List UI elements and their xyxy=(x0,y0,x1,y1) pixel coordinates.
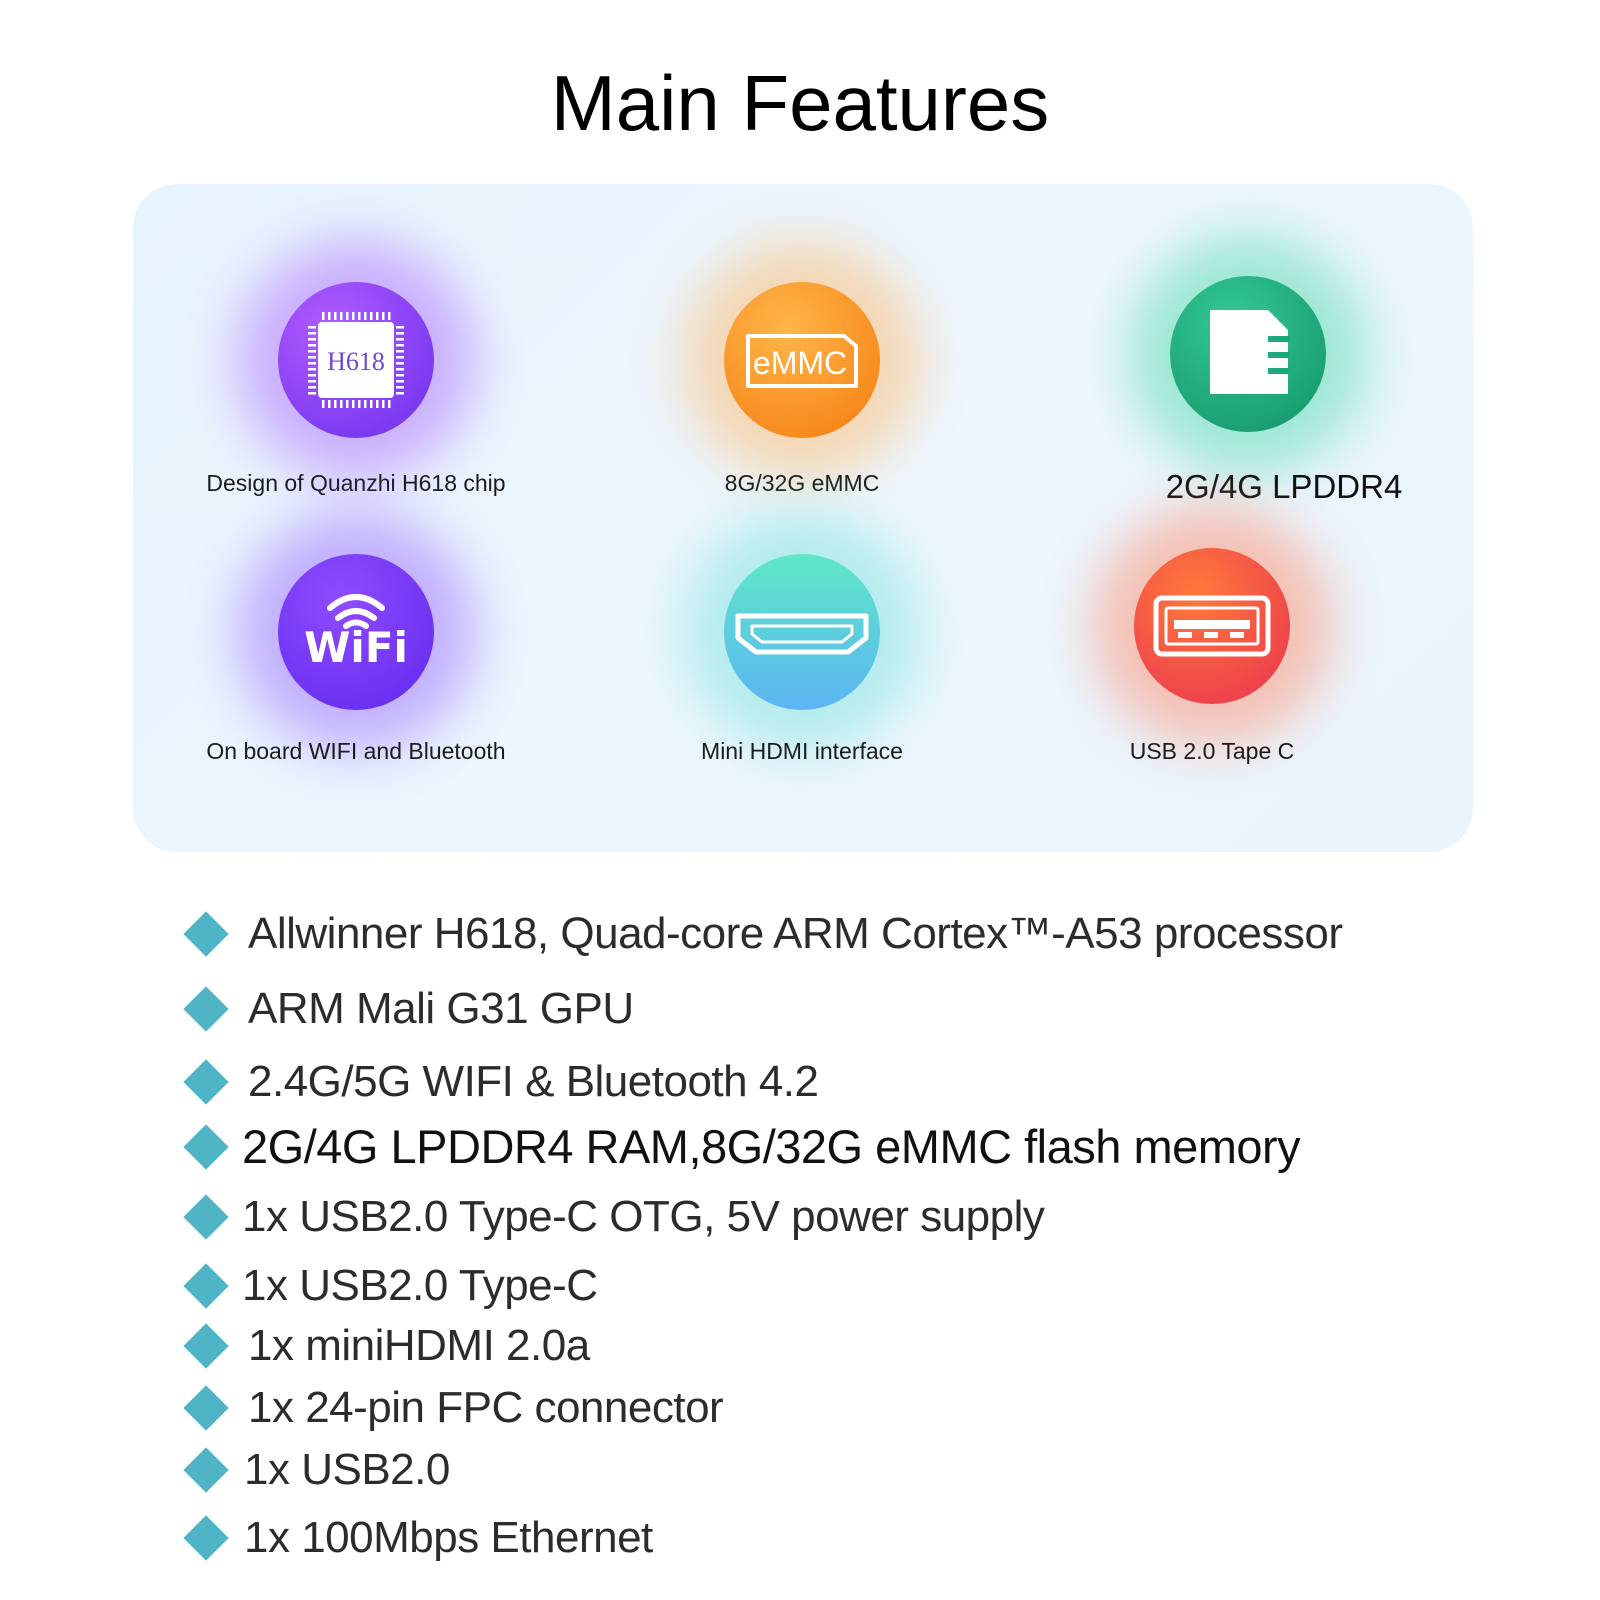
wifi-icon: WiFi xyxy=(278,554,434,710)
emmc-label: eMMC xyxy=(753,345,847,381)
chip-icon: H618 xyxy=(278,282,434,438)
usb-port-icon xyxy=(1134,548,1290,704)
feature-card-chip: H618 Design of Quanzhi H618 chip xyxy=(133,184,579,496)
feature-label: 2G/4G LPDDR4 xyxy=(1165,468,1403,505)
page-title: Main Features xyxy=(550,59,1050,147)
diamond-bullet-icon xyxy=(183,1124,229,1170)
feature-label: 8G/32G eMMC xyxy=(724,470,880,496)
feature-card-lpddr4: 2G/4G LPDDR4 xyxy=(1025,178,1471,505)
feature-label: USB 2.0 Tape C xyxy=(1129,738,1295,764)
feature-label: Mini HDMI interface xyxy=(701,738,903,764)
emmc-icon: eMMC xyxy=(724,282,880,438)
wifi-label: WiFi xyxy=(304,623,408,672)
chip-label: H618 xyxy=(327,347,385,376)
sd-card-icon xyxy=(1170,276,1326,432)
feature-card-wifi: WiFi On board WIFI and Bluetooth xyxy=(133,456,579,764)
feature-label: Design of Quanzhi H618 chip xyxy=(206,470,506,496)
feature-label: On board WIFI and Bluetooth xyxy=(206,738,506,764)
diamond-bullet-icon xyxy=(183,1323,229,1369)
diamond-bullet-icon xyxy=(183,1059,229,1105)
diamond-bullet-icon xyxy=(183,1447,229,1493)
diamond-bullet-icon xyxy=(183,911,229,957)
diamond-bullet-icon xyxy=(183,1515,229,1561)
diamond-bullet-icon xyxy=(183,1385,229,1431)
feature-card-hdmi: Mini HDMI interface xyxy=(579,456,1025,764)
feature-card-usb: USB 2.0 Tape C xyxy=(989,450,1435,764)
feature-card-emmc: eMMC 8G/32G eMMC xyxy=(579,184,1025,496)
diamond-bullet-icon xyxy=(183,1263,229,1309)
diamond-bullet-icon xyxy=(183,1194,229,1240)
hdmi-icon xyxy=(724,554,880,710)
diamond-bullet-icon xyxy=(183,986,229,1032)
feature-panel: H618 Design of Quanzhi H618 chip eMMC 8G… xyxy=(133,184,1473,852)
